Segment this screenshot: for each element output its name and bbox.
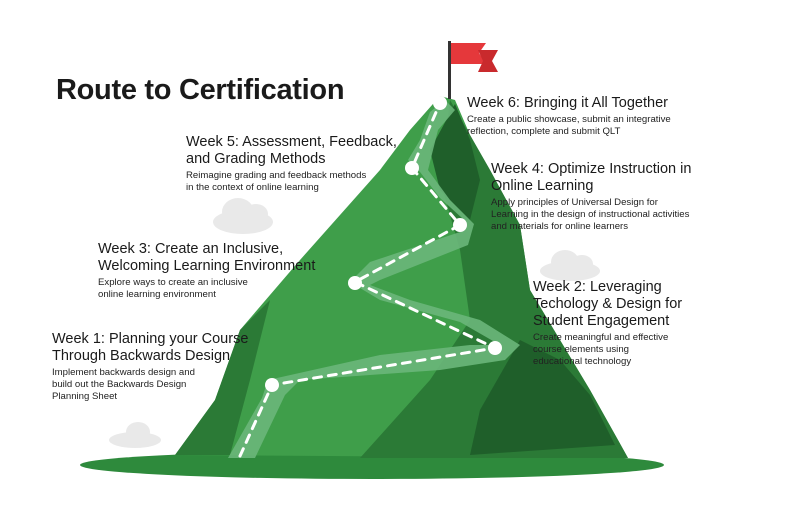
step-heading: Week 5: Assessment, Feedback, and Gradin… xyxy=(186,134,397,167)
step-description: Implement backwards design and build out… xyxy=(52,367,195,402)
milestone-week-6 xyxy=(433,96,447,110)
milestone-week-1 xyxy=(265,378,279,392)
step-description: Apply principles of Universal Design for… xyxy=(491,197,690,232)
step-description: Explore ways to create an inclusive onli… xyxy=(98,277,248,300)
step-heading: Week 2: Leveraging Techology & Design fo… xyxy=(533,279,683,329)
mountain-deep-shadow xyxy=(470,340,615,455)
step-heading: Week 6: Bringing it All Together xyxy=(467,95,668,111)
step-heading: Week 4: Optimize Instruction in Online L… xyxy=(491,161,692,194)
step-description: Create meaningful and effective course e… xyxy=(533,332,669,367)
page-title: Route to Certification xyxy=(56,74,345,106)
step-week-3: Week 3: Create an Inclusive, Welcoming L… xyxy=(98,241,315,301)
step-description: Create a public showcase, submit an inte… xyxy=(467,114,671,137)
cloud-icon xyxy=(213,198,273,234)
step-heading: Week 1: Planning your Course Through Bac… xyxy=(52,331,249,364)
step-week-5: Week 5: Assessment, Feedback, and Gradin… xyxy=(186,134,397,194)
flag-icon xyxy=(448,41,498,99)
milestone-week-4 xyxy=(453,218,467,232)
milestone-week-2 xyxy=(488,341,502,355)
milestone-week-5 xyxy=(405,161,419,175)
cloud-icon xyxy=(109,422,161,448)
milestone-week-3 xyxy=(348,276,362,290)
trail-band xyxy=(228,100,520,458)
step-week-4: Week 4: Optimize Instruction in Online L… xyxy=(491,161,691,233)
step-week-6: Week 6: Bringing it All Together Create … xyxy=(467,95,671,138)
step-week-1: Week 1: Planning your Course Through Bac… xyxy=(52,331,248,403)
step-heading: Week 3: Create an Inclusive, Welcoming L… xyxy=(98,241,316,274)
step-description: Reimagine grading and feedback methods i… xyxy=(186,170,367,193)
cloud-icon xyxy=(540,250,600,281)
step-week-2: Week 2: Leveraging Techology & Design fo… xyxy=(533,279,682,368)
mountain-left-shadow xyxy=(175,300,270,455)
